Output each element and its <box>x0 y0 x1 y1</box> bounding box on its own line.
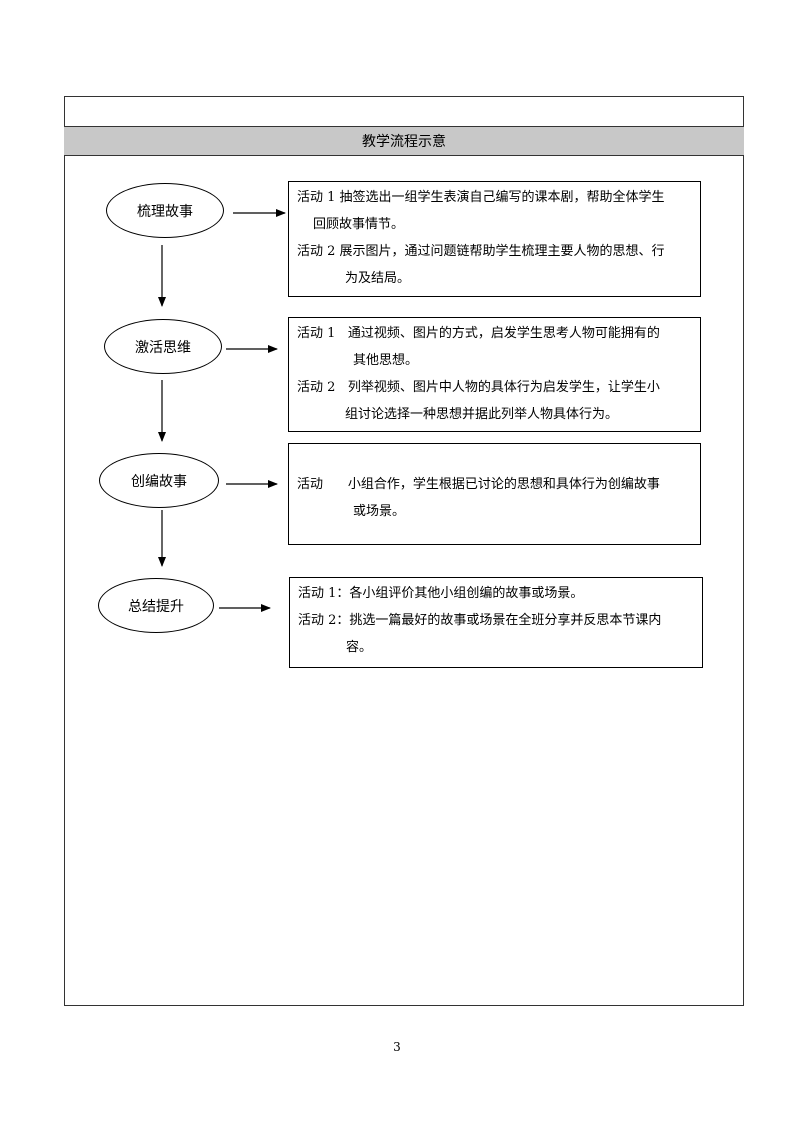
activity-label: 活动 1 <box>297 190 336 205</box>
activity-box-2: 活动 1 通过视频、图片的方式，启发学生思考人物可能拥有的 其他思想。 活动 2… <box>288 317 701 432</box>
stage-oval-2: 激活思维 <box>104 319 222 374</box>
page-number: 3 <box>393 1040 401 1054</box>
stage-oval-3: 创编故事 <box>99 453 219 508</box>
activity-row: 活动 2 列举视频、图片中人物的具体行为启发学生，让学生小 <box>297 374 692 401</box>
document-frame <box>64 96 744 1006</box>
activity-box-1: 活动 1 抽签选出一组学生表演自己编写的课本剧，帮助全体学生 回顾故事情节。 活… <box>288 181 701 297</box>
activity-text-continued: 或场景。 <box>353 504 406 519</box>
activity-row: 活动 2 展示图片，通过问题链帮助学生梳理主要人物的思想、行 <box>297 238 692 265</box>
activity-text: 抽签选出一组学生表演自己编写的课本剧，帮助全体学生 <box>339 190 665 205</box>
activity-label: 活动 2： <box>298 613 350 628</box>
stage-label: 总结提升 <box>128 598 184 615</box>
activity-text-continued: 为及结局。 <box>345 271 411 286</box>
stage-label: 梳理故事 <box>137 203 193 220</box>
stage-oval-1: 梳理故事 <box>106 183 224 238</box>
stage-oval-4: 总结提升 <box>98 578 214 633</box>
activity-text: 挑选一篇最好的故事或场景在全班分享并反思本节课内 <box>349 613 662 628</box>
activity-text-continued: 容。 <box>346 640 373 655</box>
activity-label: 活动 1 <box>297 326 336 341</box>
stage-label: 激活思维 <box>135 339 191 356</box>
activity-text: 小组合作，学生根据已讨论的思想和具体行为创编故事 <box>347 477 660 492</box>
activity-row: 活动 1：各小组评价其他小组创编的故事或场景。 <box>298 580 694 607</box>
activity-label: 活动 2 <box>297 244 336 259</box>
activity-text: 通过视频、图片的方式，启发学生思考人物可能拥有的 <box>347 326 660 341</box>
activity-box-3: 活动 小组合作，学生根据已讨论的思想和具体行为创编故事 或场景。 <box>288 443 701 545</box>
activity-label: 活动 <box>297 477 324 492</box>
activity-row: 活动 1 通过视频、图片的方式，启发学生思考人物可能拥有的 <box>297 320 692 347</box>
activity-row: 活动 1 抽签选出一组学生表演自己编写的课本剧，帮助全体学生 <box>297 184 692 211</box>
activity-text: 展示图片，通过问题链帮助学生梳理主要人物的思想、行 <box>339 244 665 259</box>
activity-text: 列举视频、图片中人物的具体行为启发学生，让学生小 <box>347 380 660 395</box>
section-header: 教学流程示意 <box>64 126 744 156</box>
activity-text-continued: 其他思想。 <box>353 353 419 368</box>
activity-text: 各小组评价其他小组创编的故事或场景。 <box>349 586 584 601</box>
activity-box-4: 活动 1：各小组评价其他小组创编的故事或场景。 活动 2：挑选一篇最好的故事或场… <box>289 577 703 668</box>
stage-label: 创编故事 <box>131 473 187 490</box>
activity-label: 活动 2 <box>297 380 336 395</box>
activity-label: 活动 1： <box>298 586 350 601</box>
activity-row: 活动 2：挑选一篇最好的故事或场景在全班分享并反思本节课内 <box>298 607 694 634</box>
section-title: 教学流程示意 <box>362 134 446 150</box>
activity-text-continued: 回顾故事情节。 <box>313 217 405 232</box>
activity-text-continued: 组讨论选择一种思想并据此列举人物具体行为。 <box>345 407 619 422</box>
activity-row: 活动 小组合作，学生根据已讨论的思想和具体行为创编故事 <box>297 471 692 498</box>
